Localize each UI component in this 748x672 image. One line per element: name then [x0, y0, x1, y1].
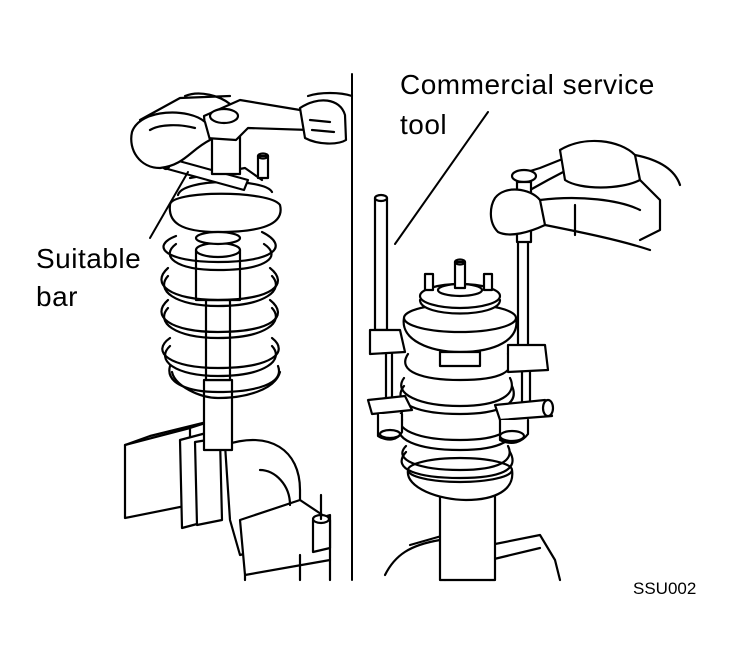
right-hand-left-panel: [298, 91, 354, 145]
commercial-service-tool-label-line2: tool: [400, 109, 448, 140]
figure-code: SSU002: [633, 579, 697, 598]
suitable-bar-leader: [149, 171, 189, 239]
commercial-service-tool-label-line1: Commercial service: [400, 69, 655, 100]
left-hand: [130, 92, 232, 170]
right-compressor-rod: [493, 238, 555, 444]
suitable-bar-label-line2: bar: [36, 281, 78, 312]
right-hand-lower: [489, 188, 652, 252]
left-wrench: [202, 98, 312, 176]
bench-vise: [123, 418, 332, 582]
left-coil-spring: [160, 230, 282, 400]
suitable-bar-label-line1: Suitable: [36, 243, 142, 274]
left-compressor-rod: [366, 193, 414, 441]
commercial-tool-leader: [394, 111, 489, 245]
right-hand-upper: [558, 139, 682, 242]
right-upper-mount: [402, 258, 518, 368]
left-upper-mount: [168, 152, 282, 246]
right-strut-assembly: [366, 111, 682, 582]
left-strut-assembly: [123, 91, 354, 582]
left-shock-body: [194, 241, 242, 452]
